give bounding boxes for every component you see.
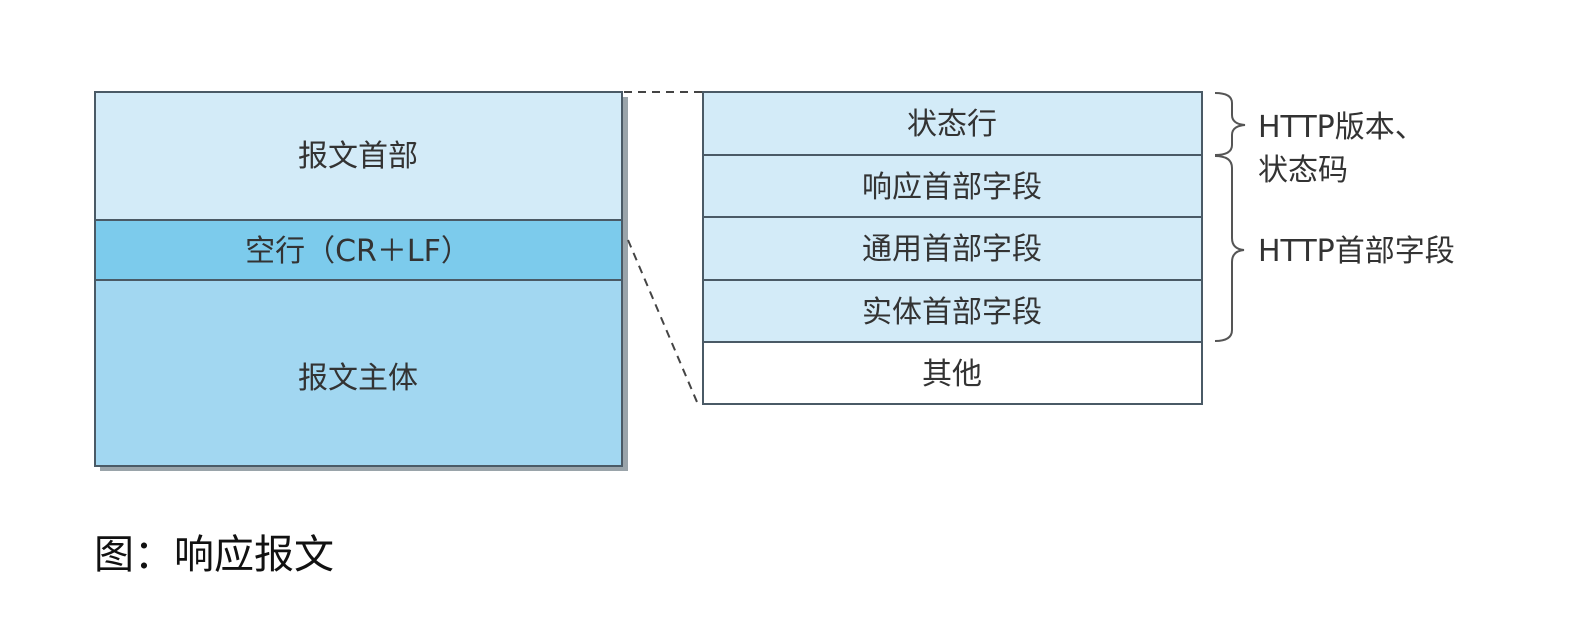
message-header-label: 报文首部 <box>298 139 418 174</box>
row-label: 通用首部字段 <box>862 232 1042 267</box>
row-label: 响应首部字段 <box>862 170 1042 205</box>
figure-caption: 图：响应报文 <box>94 532 334 578</box>
row-label: 其他 <box>922 357 982 392</box>
header-detail-table: 状态行 响应首部字段 通用首部字段 实体首部字段 其他 <box>702 91 1203 405</box>
message-header-block <box>94 91 623 221</box>
message-body-block <box>94 279 623 467</box>
row-other <box>702 341 1203 405</box>
row-label: 实体首部字段 <box>862 295 1042 330</box>
expansion-dashed-line-bottom <box>627 239 698 403</box>
message-box: 报文首部 空行（CR＋LF） 报文主体 <box>94 91 623 467</box>
header-fields-annotation: HTTP首部字段 <box>1258 234 1455 269</box>
blank-line-label: 空行（CR＋LF） <box>245 234 471 269</box>
status-line-annotation-2: 状态码 <box>1258 153 1348 188</box>
blank-line-block <box>94 219 623 281</box>
row-label: 状态行 <box>907 107 997 142</box>
row-entity-header-fields <box>702 279 1203 343</box>
status-line-annotation-1: HTTP版本、 <box>1258 110 1425 145</box>
row-response-header-fields <box>702 154 1203 218</box>
message-body-label: 报文主体 <box>298 361 418 396</box>
brace-header-fields <box>1214 155 1245 342</box>
brace-status-line <box>1214 92 1246 156</box>
